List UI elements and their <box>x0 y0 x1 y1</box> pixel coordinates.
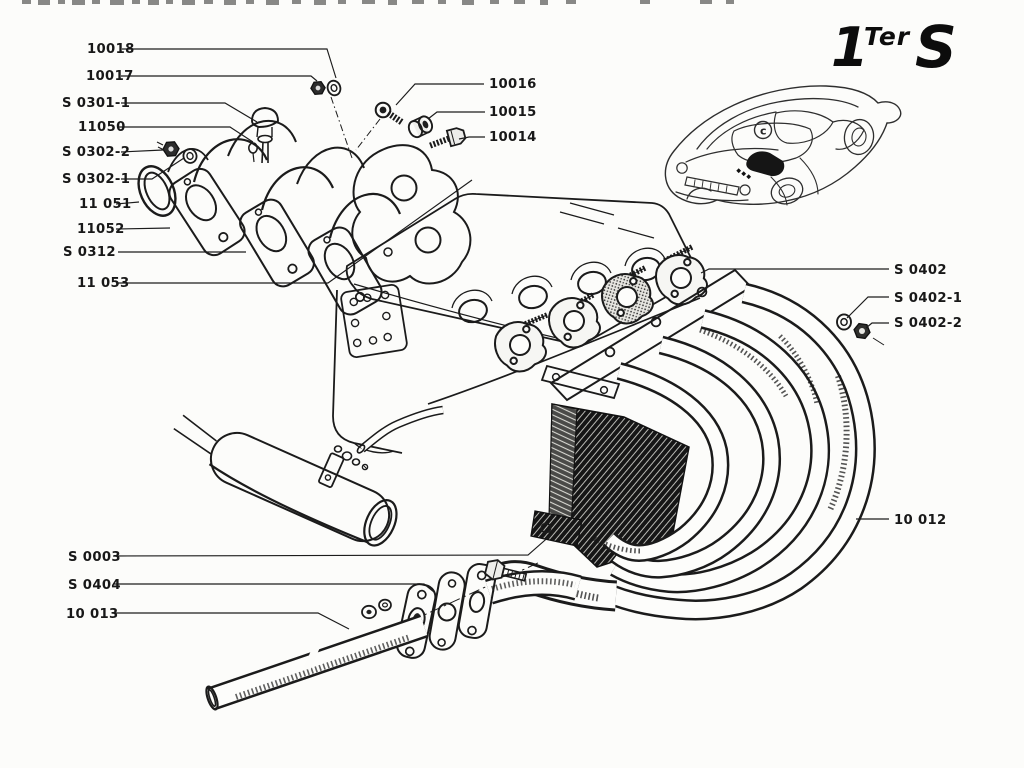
part-label-s0301-1: S 0301-1 <box>62 96 130 111</box>
filler-cap <box>251 107 279 164</box>
part-label-11050: 11050 <box>78 120 126 135</box>
flange-bolt <box>484 559 528 582</box>
car-headlight-right <box>739 184 751 196</box>
leader-lines <box>112 48 889 630</box>
intake-manifold <box>137 107 402 316</box>
part-label-11051: 11 051 <box>79 197 132 212</box>
shield-clamp-hardware <box>333 445 369 471</box>
part-label-s0402-1: S 0402-1 <box>894 291 962 306</box>
car-illustration: c <box>664 85 902 206</box>
logo-digit: 1 <box>831 16 869 79</box>
part-label-s0302-1: S 0302-1 <box>62 172 130 187</box>
shield-tab <box>318 452 345 488</box>
part-label-s0302-2: S 0302-2 <box>62 145 130 160</box>
breather-hose <box>356 405 444 454</box>
car-engine-highlight <box>746 151 785 177</box>
logo-s: S <box>915 13 957 81</box>
part-label-s0404: S 0404 <box>68 578 121 593</box>
o-ring-seal <box>137 165 177 217</box>
part-label-11052: 11052 <box>77 222 125 237</box>
part-labels: 10018 10017 S 0301-1 11050 S 0302-2 S 03… <box>62 42 962 622</box>
model-logo-1ter-s: 1 Ter S <box>831 13 957 81</box>
part-label-s0312: S 0312 <box>63 245 116 260</box>
spacer-10015 <box>407 115 434 139</box>
part-label-10018: 10018 <box>87 42 135 57</box>
exhaust-ports <box>451 247 666 324</box>
downpipe-flange-assembly <box>351 559 582 659</box>
cropped-title-marks <box>22 0 734 5</box>
manifold-gasket-stippled <box>351 144 472 285</box>
part-label-10013: 10 013 <box>66 607 119 622</box>
car-badge-letter: c <box>760 125 767 138</box>
screw-10016 <box>374 101 405 126</box>
tailpipe <box>205 614 428 711</box>
tailpipe-break-gap <box>303 641 322 671</box>
logo-ter: Ter <box>864 22 911 51</box>
lower-heat-shield <box>173 405 444 547</box>
car-front-wheel <box>770 177 804 205</box>
heat-shield <box>530 364 690 568</box>
manifold-flange-1 <box>168 167 246 257</box>
tailpipe-open-end <box>205 685 219 711</box>
part-label-s0402-2: S 0402-2 <box>894 316 962 331</box>
car-grille <box>684 176 740 196</box>
part-label-10014: 10014 <box>489 130 537 145</box>
manifold-flange-2 <box>239 198 315 288</box>
part-label-s0003: S 0003 <box>68 550 121 565</box>
part-label-s0402: S 0402 <box>894 263 947 278</box>
part-label-11053: 11 053 <box>77 276 130 291</box>
part-label-10016: 10016 <box>489 77 537 92</box>
car-badge-circle <box>753 120 773 140</box>
nut-10017 <box>310 80 326 96</box>
part-label-10015: 10015 <box>489 105 537 120</box>
washer-10018 <box>326 79 342 97</box>
top-hardware <box>310 79 467 159</box>
plug-11050 <box>248 142 259 163</box>
part-label-10012: 10 012 <box>894 513 947 528</box>
part-label-10017: 10017 <box>86 69 134 84</box>
pipe-flange-right <box>457 563 497 639</box>
car-headlight-left <box>676 162 688 174</box>
flange-nut-washer <box>361 598 392 620</box>
